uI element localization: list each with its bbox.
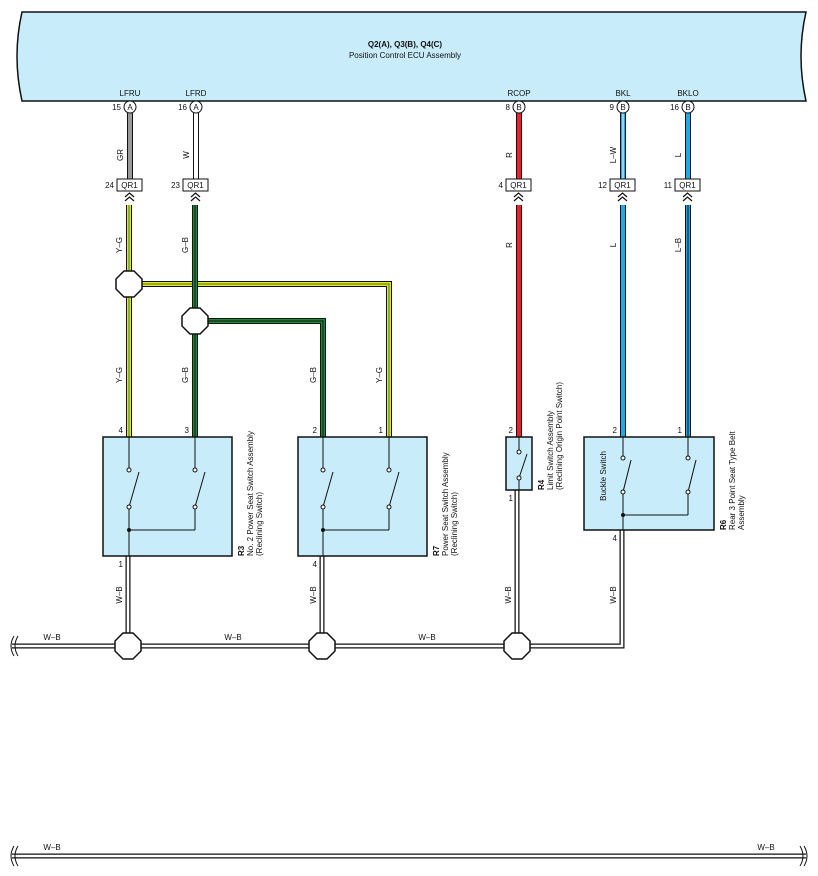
junction-pin: 23	[171, 181, 180, 190]
component-r6: Buckle Switch	[583, 436, 715, 531]
conn-letter: A	[193, 103, 199, 112]
label-r6: R6 Rear 3 Point Seat Type Belt Assembly	[719, 431, 746, 530]
signal-lfru: LFRU	[120, 89, 141, 98]
ecu-pin: 8	[506, 103, 511, 112]
junction-pin: 24	[105, 181, 114, 190]
comp-pin: 3	[185, 426, 190, 435]
comp-pin: 4	[119, 426, 124, 435]
comp-pin: 2	[613, 426, 618, 435]
wire-label: G–B	[181, 367, 190, 383]
wire-yg	[126, 205, 392, 437]
junction-pin: 4	[499, 181, 504, 190]
junction-label: QR1	[121, 181, 138, 190]
conn-letter: A	[127, 103, 133, 112]
wire-label: W–B	[115, 586, 124, 603]
wire-label: W–B	[309, 586, 318, 603]
wire-label: Y–G	[375, 367, 384, 383]
comp-pin: 4	[313, 560, 318, 569]
component-r3	[102, 436, 233, 557]
comp-pin: 2	[313, 426, 318, 435]
signal-lfrd: LFRD	[186, 89, 207, 98]
buckle-switch-label: Buckle Switch	[599, 451, 608, 501]
wire-label: R	[505, 152, 514, 158]
junction-connectors	[116, 178, 701, 192]
svg-text:R4: R4	[537, 479, 546, 490]
wire-gb	[192, 205, 326, 437]
comp-pin: 1	[509, 494, 514, 503]
wire-label: W–B	[224, 633, 241, 642]
svg-text:No. 2 Power Seat Switch Assemb: No. 2 Power Seat Switch Assembly	[246, 431, 255, 556]
wire-label: W–B	[43, 633, 60, 642]
ecu-pin: 15	[112, 103, 121, 112]
junction-label: QR1	[510, 181, 527, 190]
wire-label: W	[182, 151, 191, 159]
wire-wb-ground	[12, 490, 806, 859]
wire-label: GR	[116, 149, 125, 161]
junction-label: QR1	[187, 181, 204, 190]
comp-pin: 1	[379, 426, 384, 435]
signal-bkl: BKL	[615, 89, 631, 98]
signal-rcop: RCOP	[507, 89, 530, 98]
ecu-ref: Q2(A), Q3(B), Q4(C)	[368, 40, 443, 49]
wire-label: W–B	[43, 843, 60, 852]
svg-text:Power Seat Switch Assembly: Power Seat Switch Assembly	[441, 452, 450, 556]
svg-text:Limit Switch Assembly: Limit Switch Assembly	[546, 411, 555, 490]
conn-letter: B	[516, 103, 521, 112]
wire-label: W–B	[609, 586, 618, 603]
ecu-name: Position Control ECU Assembly	[349, 51, 461, 60]
ecu-pin: 16	[178, 103, 187, 112]
ecu-pin: 16	[670, 103, 679, 112]
signal-bklo: BKLO	[677, 89, 698, 98]
junction-label: QR1	[679, 181, 696, 190]
connector-arrows	[124, 192, 693, 202]
component-r4	[505, 436, 533, 491]
svg-text:Rear 3 Point Seat Type Belt: Rear 3 Point Seat Type Belt	[728, 431, 737, 530]
wire-label: L–B	[674, 238, 683, 252]
ecu-terminal-markers	[123, 100, 695, 114]
wire-label: L	[609, 242, 618, 247]
wire-label: L–W	[609, 146, 618, 163]
label-r4: R4 Limit Switch Assembly (Reclining Orig…	[537, 382, 564, 490]
svg-text:(Reclining Switch): (Reclining Switch)	[255, 492, 264, 556]
ecu-pin: 9	[610, 103, 615, 112]
splice-points	[114, 270, 531, 660]
svg-text:(Reclining Switch): (Reclining Switch)	[450, 492, 459, 556]
junction-label: QR1	[614, 181, 631, 190]
wire-label: W–B	[757, 843, 774, 852]
wire-label: G–B	[181, 237, 190, 253]
wire-label: L	[674, 152, 683, 157]
label-r3: R3 No. 2 Power Seat Switch Assembly (Rec…	[237, 431, 264, 556]
wire-break-marks	[10, 635, 808, 867]
wire-label: G–B	[309, 367, 318, 383]
wire-label: W–B	[418, 633, 435, 642]
comp-pin: 2	[509, 426, 514, 435]
svg-text:R3: R3	[237, 545, 246, 556]
component-r7	[297, 436, 428, 557]
svg-text:R6: R6	[719, 519, 728, 530]
svg-text:R7: R7	[432, 545, 441, 556]
ecu-assembly: Q2(A), Q3(B), Q4(C) Position Control ECU…	[16, 11, 807, 102]
svg-text:(Reclining Origin Point Switch: (Reclining Origin Point Switch)	[555, 382, 564, 490]
conn-letter: B	[685, 103, 690, 112]
wire-label: Y–G	[115, 237, 124, 253]
comp-pin: 1	[119, 560, 124, 569]
comp-pin: 1	[678, 426, 683, 435]
conn-letter: B	[620, 103, 625, 112]
junction-pin: 12	[598, 181, 607, 190]
wire-label: W–B	[504, 586, 513, 603]
wire-label: R	[505, 242, 514, 248]
label-r7: R7 Power Seat Switch Assembly (Reclining…	[432, 452, 459, 556]
junction-pin: 11	[664, 181, 673, 190]
comp-pin: 4	[613, 534, 618, 543]
wire-label: Y–G	[115, 367, 124, 383]
svg-text:Assembly: Assembly	[737, 495, 746, 530]
